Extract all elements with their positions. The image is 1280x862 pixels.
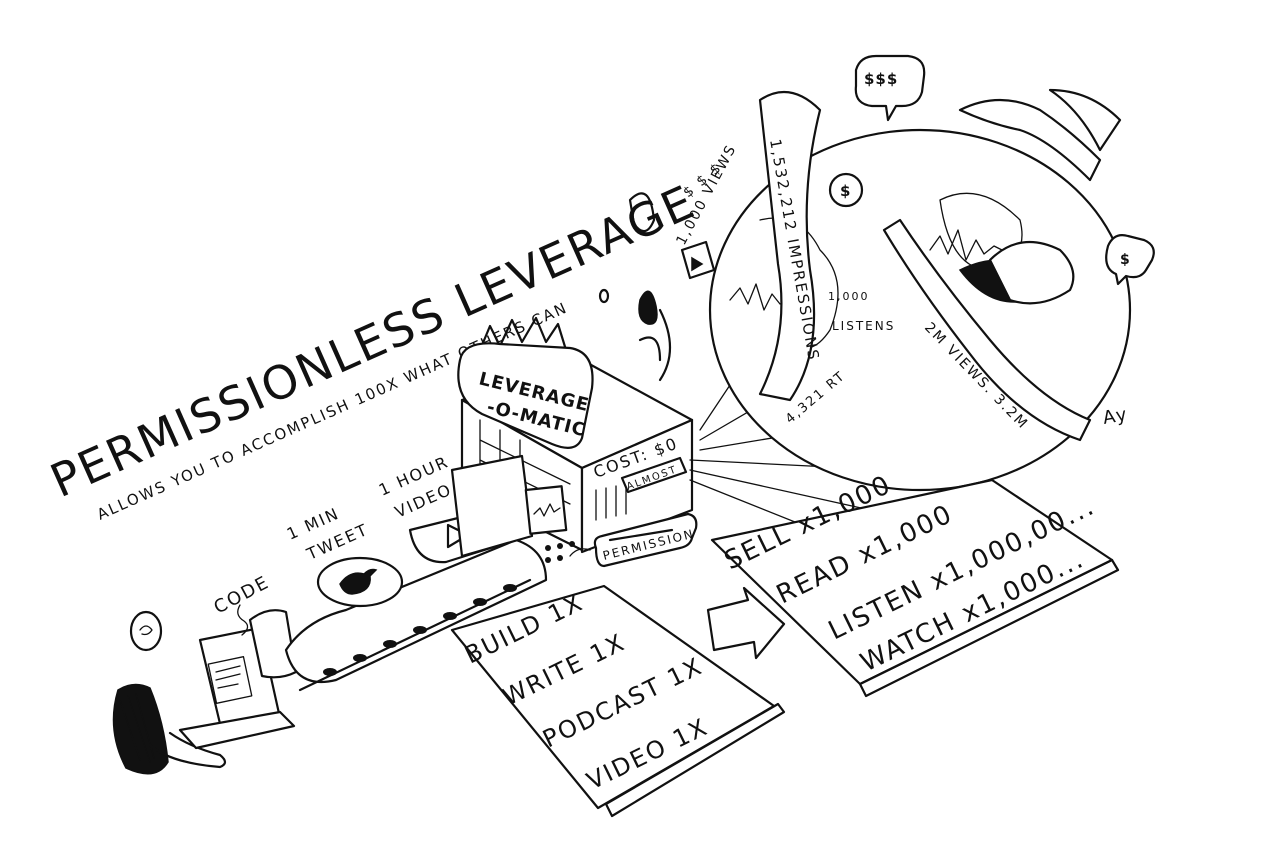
arrow-icon: [706, 586, 786, 660]
money-bubble-text: $$$: [864, 70, 898, 88]
permission-tag: [593, 512, 698, 568]
person-ear: [139, 625, 153, 636]
leverage-machine: LEVERAGE -O-MATIC COST: $0 ALMOST PERMIS…: [450, 316, 698, 568]
machine-sign: [457, 342, 594, 449]
globe: 1,532,212 IMPRESSIONS 1,000 VIEWS 2M VIE…: [673, 54, 1155, 492]
dollar-coin: [828, 172, 864, 208]
ribbon-views: [882, 218, 1092, 442]
person-body: [112, 683, 169, 775]
person-head: [129, 610, 163, 652]
input-card: BUILD 1X WRITE 1X PODCAST 1X VIDEO 1X: [450, 584, 786, 818]
laptop-base: [178, 710, 296, 750]
money-bubble: [854, 54, 926, 122]
person-at-laptop: [112, 604, 298, 775]
ribbon-impressions: [758, 90, 822, 402]
dollar-bubble-text: $: [1120, 252, 1131, 268]
listens-count: 1,000: [828, 290, 870, 303]
dollar-bubble: [1105, 234, 1155, 286]
listens-label: LISTENS: [832, 319, 895, 333]
output-card: SELL x1,000 READ x1,000 LISTEN x1,000,00…: [710, 470, 1120, 698]
bird-icon: [339, 568, 378, 595]
dollar-coin-text: $: [840, 182, 851, 200]
machine-monitor: [524, 485, 568, 535]
signature: Ay: [1101, 404, 1130, 429]
code-squiggle: [237, 604, 249, 636]
